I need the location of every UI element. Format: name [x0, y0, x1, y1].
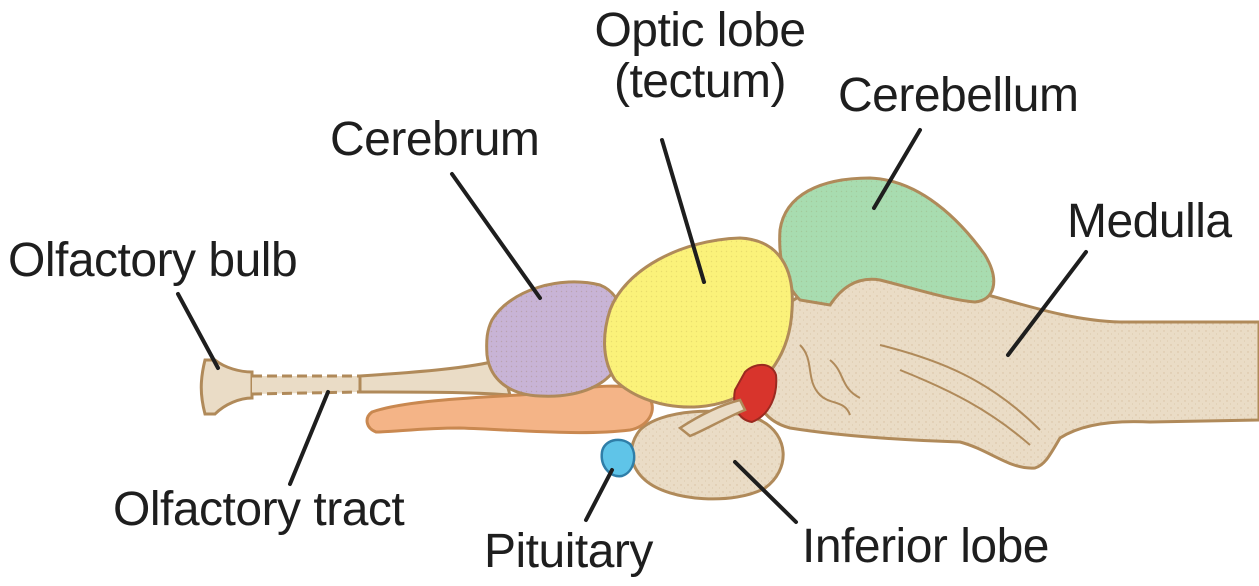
leader-pituitary	[586, 470, 612, 520]
olfactory-bulb-shape	[201, 360, 252, 414]
label-pituitary: Pituitary	[484, 528, 653, 576]
label-cerebrum: Cerebrum	[330, 116, 539, 164]
leader-cerebrum	[452, 174, 540, 298]
label-olfactory-bulb: Olfactory bulb	[8, 237, 297, 285]
label-olfactory-tract: Olfactory tract	[113, 486, 404, 534]
label-inferior-lobe: Inferior lobe	[802, 523, 1049, 571]
label-optic-lobe: Optic lobe (tectum)	[580, 6, 820, 108]
label-optic-lobe-line1: Optic lobe	[580, 6, 820, 57]
label-cerebellum: Cerebellum	[838, 72, 1078, 120]
pituitary-shape	[602, 440, 634, 476]
leader-olfactory-bulb	[178, 294, 218, 368]
label-medulla: Medulla	[1067, 198, 1232, 246]
label-optic-lobe-line2: (tectum)	[580, 57, 820, 108]
leader-olfactory-tract	[290, 392, 328, 484]
